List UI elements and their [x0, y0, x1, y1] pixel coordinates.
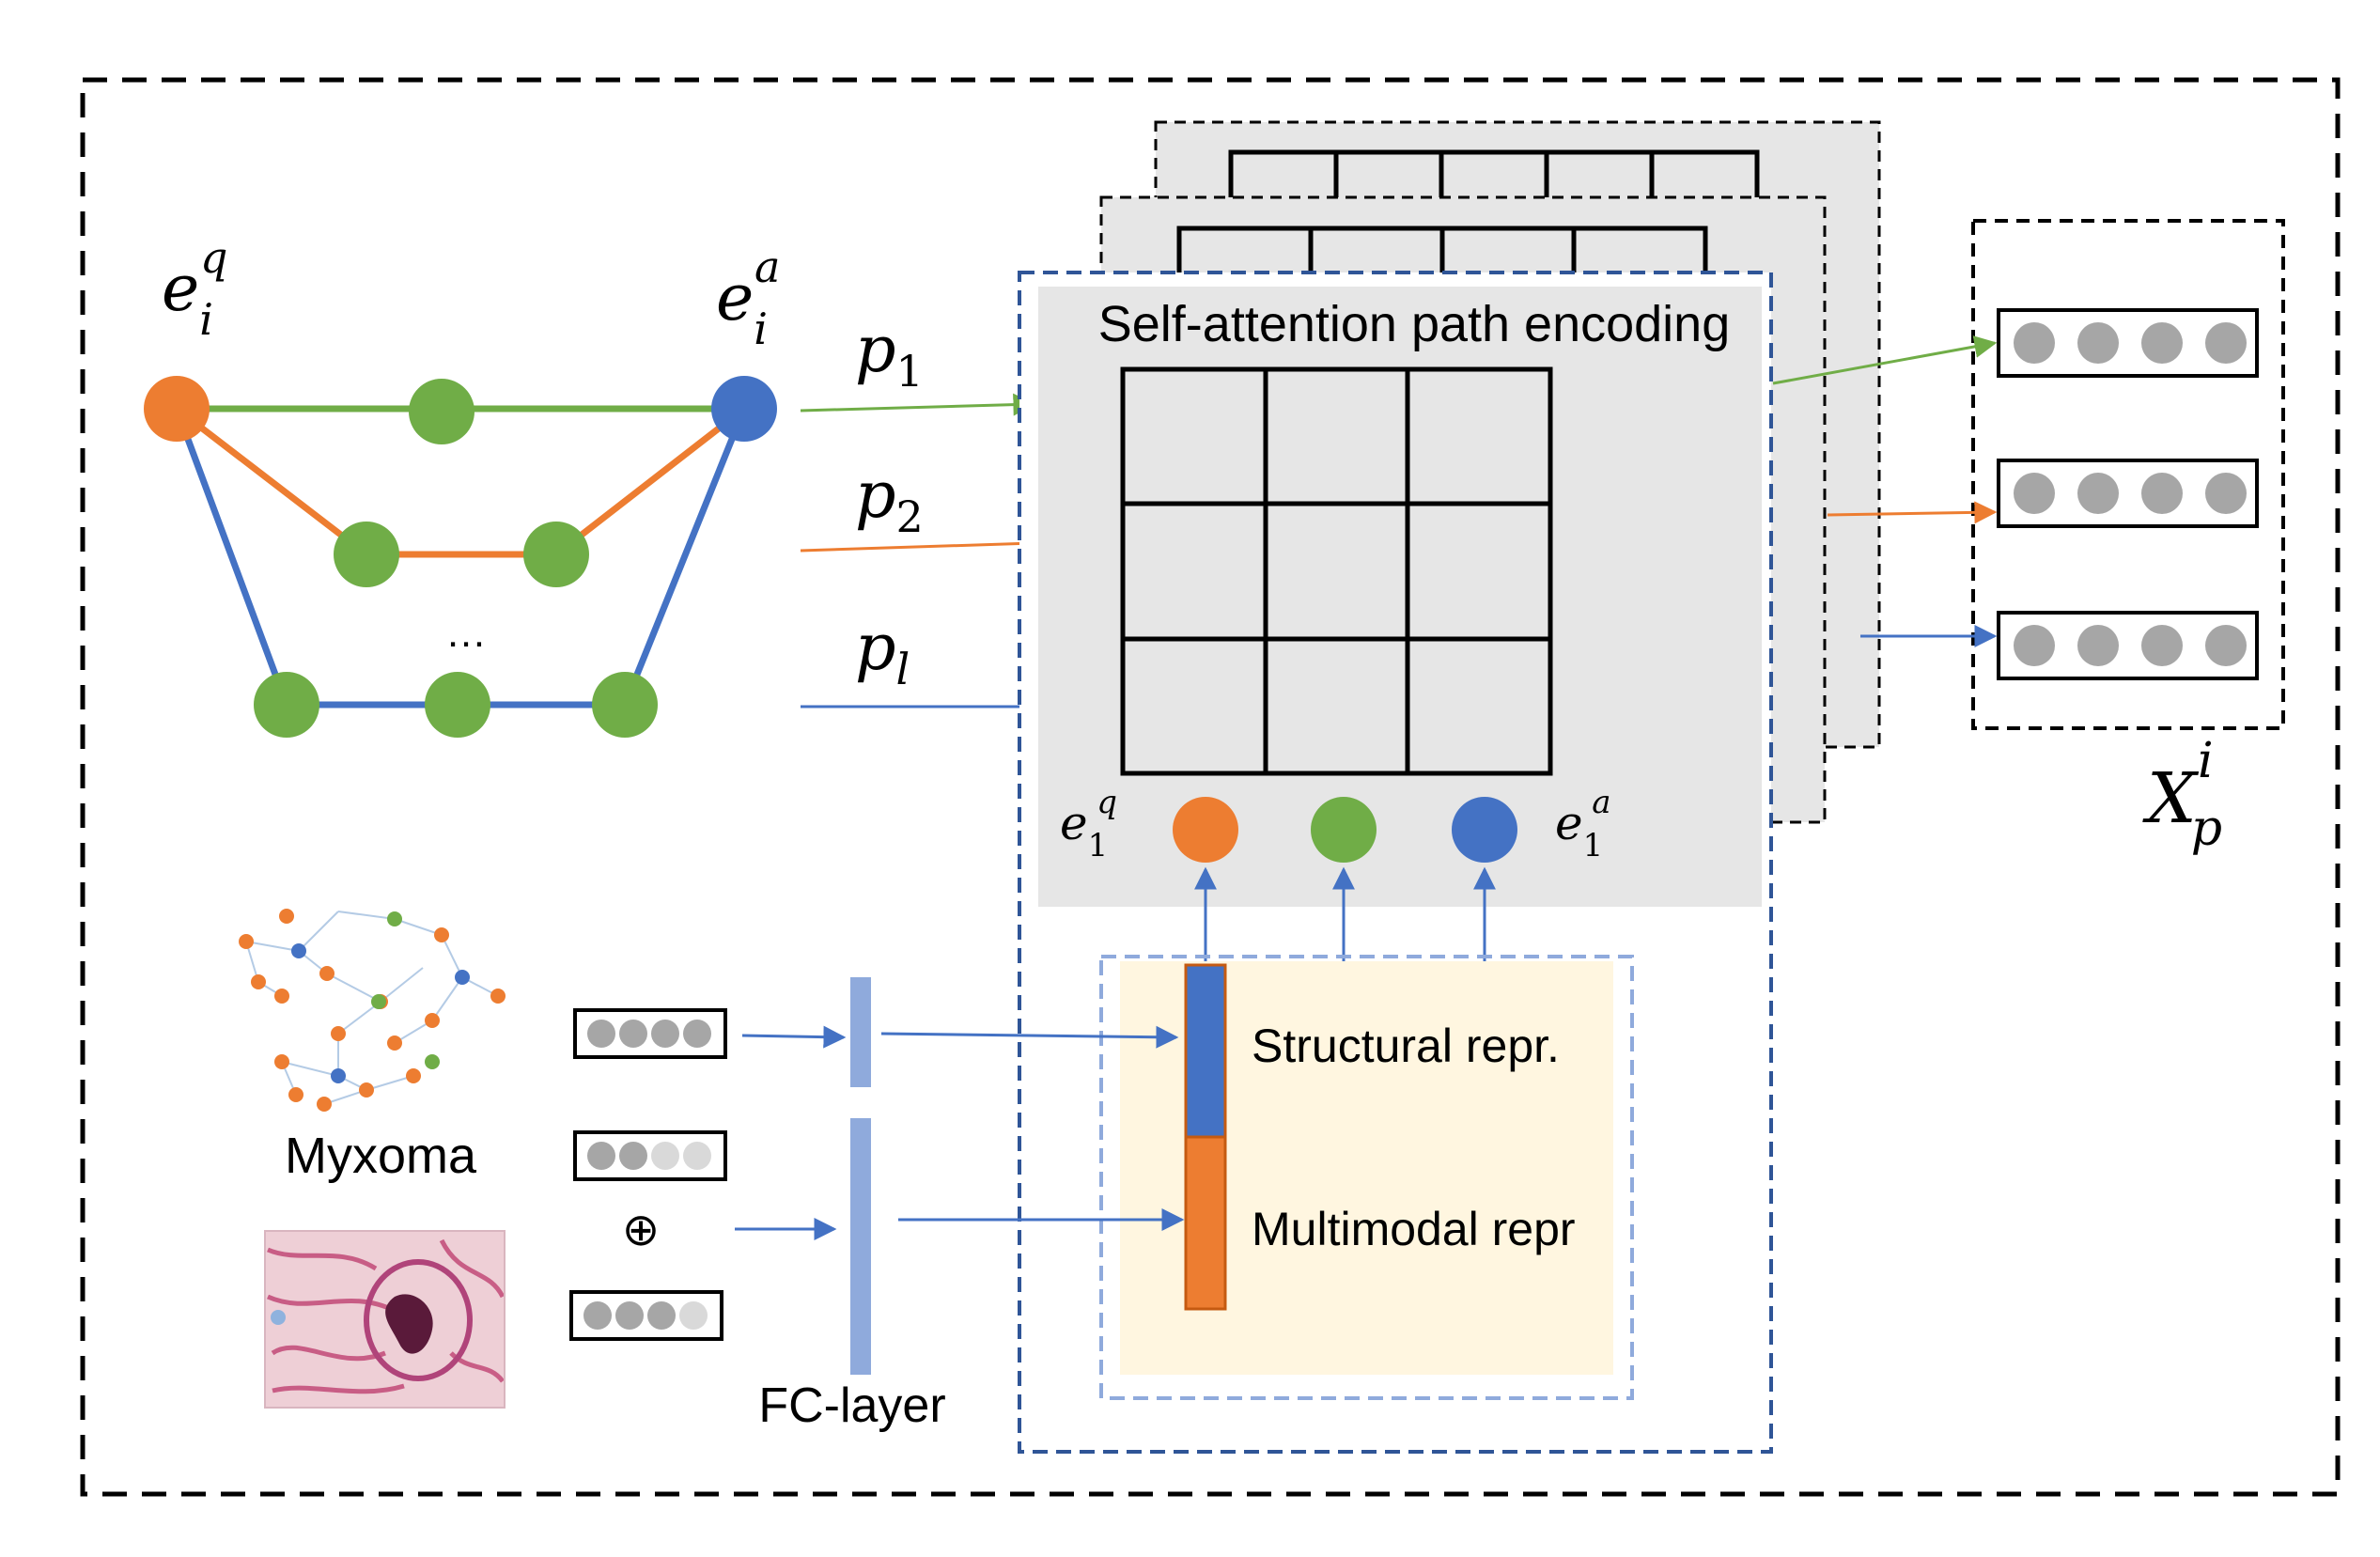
fc-layer-bar-multimodal	[850, 1118, 871, 1375]
attention-matrix	[1120, 366, 1553, 776]
text-embedding-vector	[573, 1130, 727, 1181]
graph-node-pl-a	[254, 672, 319, 738]
graph-node-pl-c	[592, 672, 658, 738]
image-embedding-vector	[569, 1290, 723, 1341]
fc-layer-label: FC-layer	[758, 1378, 945, 1433]
graph-node-source	[144, 376, 210, 442]
structural-repr-label: Structural repr.	[1252, 1020, 1560, 1072]
fc-layer-bar-structural	[850, 977, 871, 1087]
graph-name-label: Myxoma	[285, 1128, 477, 1184]
graph-edge-p2	[174, 406, 747, 558]
path-graph: … eiq eia	[144, 232, 780, 738]
token-source-label: e1q	[1060, 784, 1117, 864]
path-label-p2: p2	[855, 459, 924, 542]
token-node-middle	[1311, 797, 1377, 863]
encoder-panel	[1038, 287, 1762, 907]
output-vector-p1	[1997, 308, 2259, 378]
path-label-p1: p1	[855, 313, 924, 397]
path-arrow-p1	[800, 393, 1036, 416]
graph-node-p2-a	[334, 522, 399, 587]
path-line-p2	[800, 541, 1034, 553]
source-entity-label: eiq	[162, 232, 227, 345]
graph-embedding-vector	[573, 1008, 727, 1059]
concat-symbol: ⊕	[622, 1206, 660, 1255]
path-label-pl: pl	[855, 611, 910, 694]
repr-frame	[1099, 955, 1634, 1400]
graph-node-pl-b	[425, 672, 490, 738]
knowledge-graph-thumbnail	[239, 909, 506, 1112]
graph-ellipsis: …	[445, 610, 487, 656]
outer-frame	[80, 77, 2341, 1497]
histology-image	[264, 1230, 506, 1409]
token-target-label: e1a	[1555, 784, 1611, 864]
encoder-title: Self-attention path encoding	[1098, 296, 1731, 352]
output-vector-pl	[1997, 611, 2259, 680]
token-node-target	[1452, 797, 1517, 863]
output-arrow-p1	[1772, 335, 1998, 385]
output-vector-p2	[1997, 459, 2259, 528]
structural-repr-bar	[1184, 963, 1227, 1139]
graph-node-target	[711, 376, 777, 442]
arrow-fc-to-structural	[880, 1025, 1179, 1049]
arrow-graph-vec-to-fc	[741, 1025, 847, 1049]
token-node-source	[1173, 797, 1238, 863]
output-arrow-p2	[1827, 501, 1998, 524]
path-inputs: p1 p2 pl	[800, 313, 1036, 708]
multimodal-repr-label: Multimodal repr	[1252, 1203, 1576, 1255]
output-label: Xpi	[2142, 733, 2222, 857]
graph-node-p2-b	[523, 522, 589, 587]
target-entity-label: eia	[716, 241, 780, 354]
graph-node-p1-mid	[409, 379, 474, 444]
output-frame	[1971, 219, 2285, 730]
multimodal-repr-bar	[1184, 1135, 1227, 1311]
